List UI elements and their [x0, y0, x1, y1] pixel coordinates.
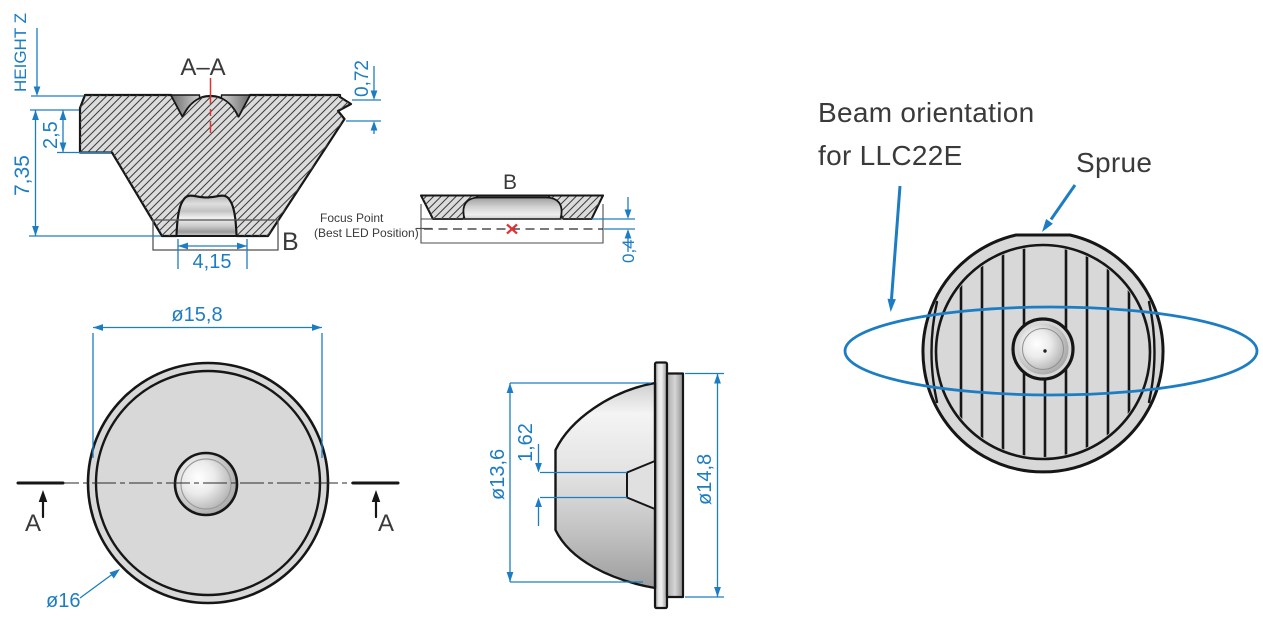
cut-arrow-head	[38, 490, 48, 502]
top-groove-right	[220, 94, 251, 118]
dim-arrow	[178, 242, 188, 250]
led-pocket	[175, 194, 238, 237]
detail-lens-surface	[462, 196, 563, 220]
detail-b-marker: B	[282, 228, 299, 256]
beam-orientation-view: Beam orientation for LLC22E Sprue	[818, 97, 1259, 474]
section-view: B A–A HEIGHT Z 7,35 2,5 0,72 4	[11, 13, 381, 273]
cross-stroke	[506, 223, 518, 235]
dim-inner-diameter: ø15,8	[171, 304, 222, 326]
dim-pocket-width: 4,15	[193, 251, 232, 273]
beam-caption-line1: Beam orientation	[818, 97, 1034, 128]
top-groove-left	[170, 94, 201, 118]
dim-tab-height: 0,72	[352, 60, 373, 97]
sprue-leader-arrow	[1042, 219, 1053, 232]
sprue-leader-line	[1049, 184, 1077, 221]
dim-arrow	[59, 142, 67, 153]
dim-gate-width: 1,62	[515, 423, 537, 462]
height-axis-label: HEIGHT Z	[11, 13, 30, 92]
flange-plate	[665, 372, 685, 599]
side-view: ø13,6 1,62 ø14,8	[487, 361, 724, 610]
section-hatch	[80, 95, 351, 236]
sprue-label: Sprue	[1076, 147, 1152, 178]
detail-outline-box	[420, 204, 604, 244]
dim-arrow	[32, 110, 39, 120]
section-title: A–A	[180, 54, 225, 81]
front-view: A A ø15,8 ø16	[16, 304, 400, 612]
dim-arrow	[370, 121, 378, 131]
detail-b-box	[152, 219, 279, 251]
cut-arrow-head	[371, 490, 381, 502]
beam-caption-line2: for LLC22E	[818, 140, 963, 171]
dim-step-height: 2,5	[40, 121, 62, 149]
dim-focus-offset: 0,4	[619, 239, 638, 263]
focus-point-cross	[506, 223, 518, 235]
dim-flange-diameter: ø14,8	[694, 454, 716, 505]
cut-label-left: A	[25, 510, 41, 537]
center-ball-dot	[1043, 349, 1047, 353]
dim-arrow	[624, 209, 632, 219]
dim-outer-diameter: ø16	[46, 590, 80, 612]
lens-front-inner-circle	[934, 243, 1152, 461]
dim-total-height: 7,35	[11, 155, 34, 196]
lens-ball	[173, 451, 239, 517]
dim-arrow	[59, 110, 67, 120]
dim-arrow	[714, 587, 721, 597]
leader-line	[79, 572, 115, 599]
dim-arrow	[535, 463, 542, 473]
beam-leader-arrow	[887, 298, 896, 312]
center-ball	[1017, 323, 1069, 375]
dim-arrow	[624, 229, 632, 239]
dim-arrow	[506, 572, 514, 582]
dim-arrow	[370, 90, 378, 100]
cut-label-right: A	[378, 510, 394, 537]
lens-ball-ring	[180, 458, 232, 510]
detail-view: B Focus Point (Best LED Position) 0,4	[314, 171, 638, 263]
detail-title: B	[503, 171, 517, 194]
dim-arrow	[93, 324, 103, 331]
dim-arrow	[312, 324, 322, 331]
dim-arrow	[32, 226, 39, 236]
focus-caption-line2: (Best LED Position)	[314, 226, 419, 240]
beam-leader-line	[890, 185, 902, 300]
beam-orientation-ellipse	[843, 305, 1259, 397]
dim-arrow	[506, 383, 514, 393]
side-notch-arc-left	[930, 300, 939, 404]
dim-arrow	[535, 497, 542, 507]
flange-fin	[653, 361, 669, 610]
dim-arrow	[33, 86, 41, 96]
dim-arrow	[237, 242, 247, 250]
dim-dome-diameter: ø13,6	[487, 449, 509, 500]
dim-arrow	[714, 373, 721, 384]
leader-arrow	[109, 569, 120, 579]
lens-dome-profile	[554, 381, 657, 590]
center-ball-ring	[1022, 328, 1064, 370]
focus-caption-line1: Focus Point	[320, 211, 384, 225]
